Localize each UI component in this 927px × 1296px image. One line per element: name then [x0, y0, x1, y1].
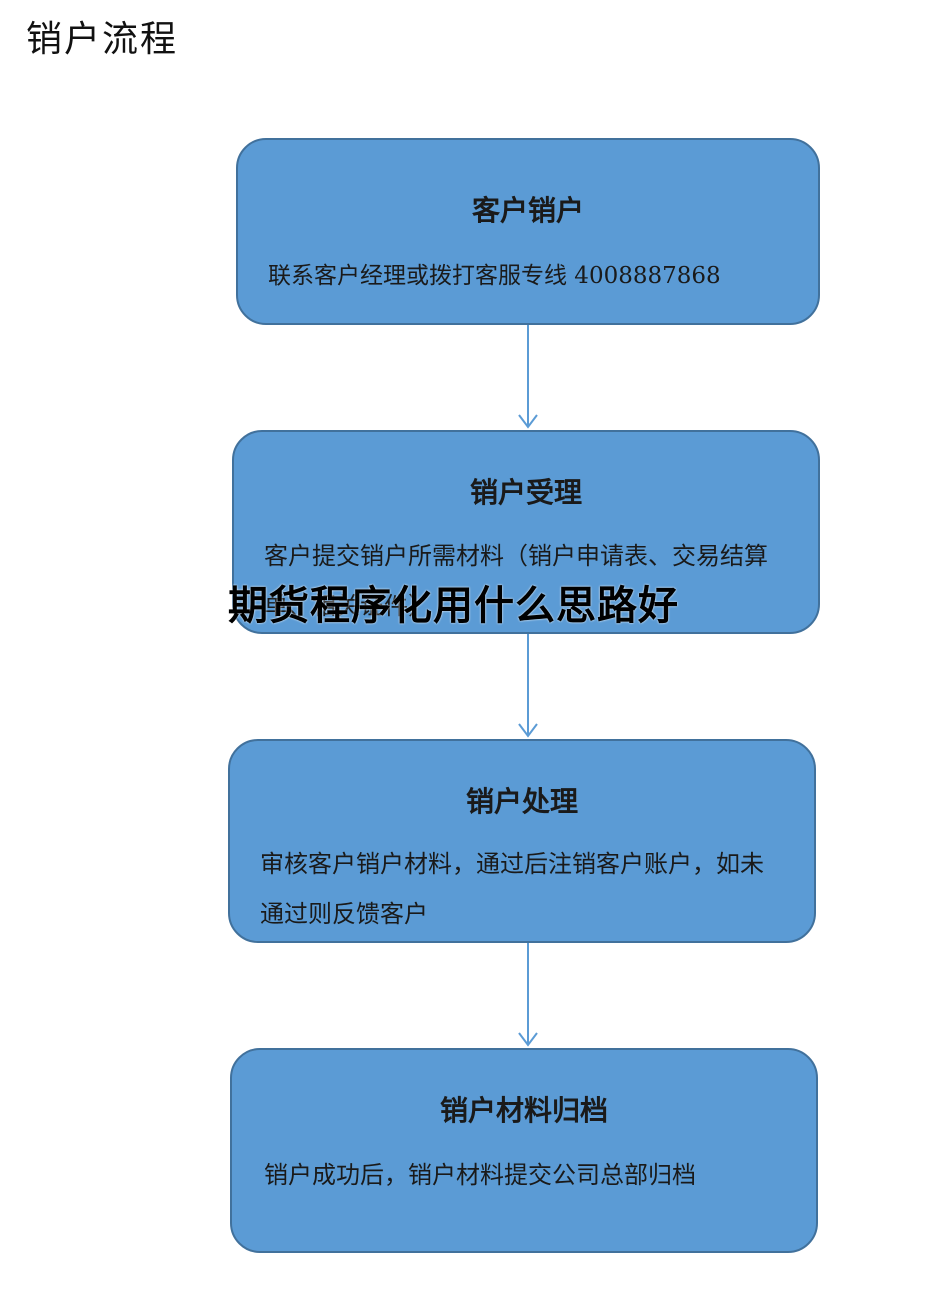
- step-description-1: 联系客户经理或拨打客服专线 4008887868: [268, 263, 721, 289]
- step-description-3: 审核客户销户材料，通过后注销客户账户，如未通过则反馈客户: [260, 850, 764, 928]
- page-title: 销户流程: [26, 19, 179, 60]
- step-box-2: 销户受理 客户提交销户所需材料（销户申请表、交易结算单、相关证件）: [232, 430, 820, 634]
- step-description-2: 客户提交销户所需材料（销户申请表、交易结算单、相关证件）: [264, 542, 768, 620]
- step-title-4: 销户材料归档: [439, 1094, 608, 1127]
- step-box-3: 销户处理 审核客户销户材料，通过后注销客户账户，如未通过则反馈客户: [228, 739, 816, 943]
- step-box-1: 客户销户 联系客户经理或拨打客服专线 4008887868: [236, 138, 820, 325]
- overlay-title: 期货程序化用什么思路好: [228, 583, 679, 629]
- step-description-4: 销户成功后，销户材料提交公司总部归档: [264, 1161, 696, 1189]
- arrow-connector-1: [518, 325, 538, 429]
- arrow-connector-3: [518, 943, 538, 1047]
- step-box-4: 销户材料归档 销户成功后，销户材料提交公司总部归档: [230, 1048, 818, 1253]
- step-title-2: 销户受理: [469, 476, 582, 509]
- step-title-1: 客户销户: [471, 194, 584, 227]
- arrow-connector-2: [518, 634, 538, 738]
- step-title-3: 销户处理: [465, 785, 578, 818]
